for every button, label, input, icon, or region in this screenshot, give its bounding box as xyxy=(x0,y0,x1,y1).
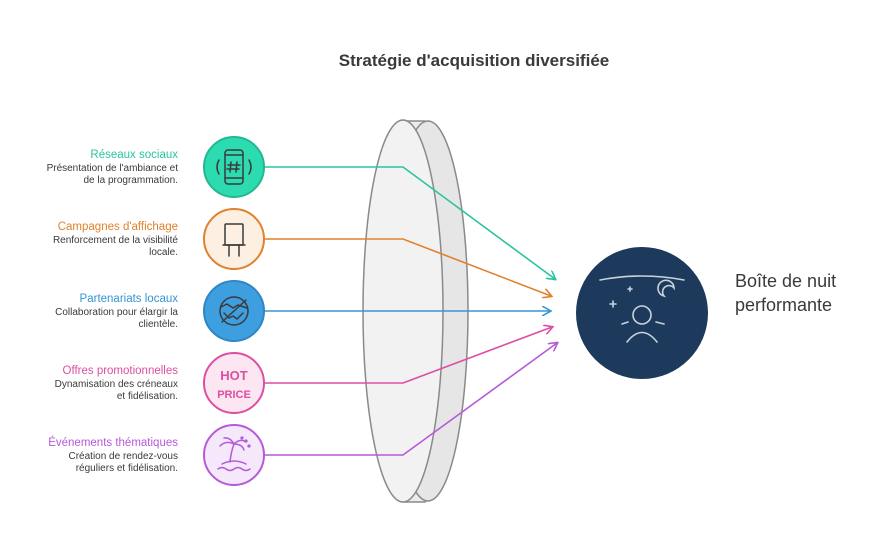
palm-island-icon xyxy=(217,436,251,472)
item-desc-line1: Dynamisation des créneaux xyxy=(55,379,178,390)
badge-hot: HOT xyxy=(220,368,248,383)
strategy-item-promotions: Offres promotionnelles Dynamisation des … xyxy=(55,352,265,414)
hot-price-icon: HOT PRICE xyxy=(217,368,251,401)
connector-line xyxy=(264,238,551,296)
connector-lines xyxy=(264,166,557,456)
strategy-item-events: Événements thématiques Création de rende… xyxy=(48,424,265,486)
item-title: Campagnes d'affichage xyxy=(58,221,178,233)
billboard-icon xyxy=(222,223,246,257)
result-label-line2: performante xyxy=(735,295,832,315)
item-desc-line1: Renforcement de la visibilité xyxy=(53,235,178,246)
badge-price: PRICE xyxy=(217,389,251,401)
item-desc-line2: locale. xyxy=(149,247,178,258)
smartphone-hashtag-icon xyxy=(216,149,252,185)
nightlife-person-icon xyxy=(599,275,685,343)
item-desc-line1: Présentation de l'ambiance et xyxy=(47,163,179,174)
page-title: Stratégie d'acquisition diversifiée xyxy=(339,51,609,70)
item-desc-line2: et fidélisation. xyxy=(117,391,178,402)
strategy-item-billboard: Campagnes d'affichage Renforcement de la… xyxy=(53,208,265,270)
item-desc-line1: Création de rendez-vous xyxy=(68,451,178,462)
icon-circle xyxy=(203,352,265,414)
result-label-line1: Boîte de nuit xyxy=(735,271,836,291)
connector-line xyxy=(264,166,555,279)
item-desc-line2: clientèle. xyxy=(139,319,178,330)
item-title: Événements thématiques xyxy=(48,436,178,449)
item-desc-line2: de la programmation. xyxy=(84,175,179,186)
connector-line xyxy=(264,343,557,456)
result-node: Boîte de nuit performante xyxy=(576,247,836,379)
strategy-item-partnerships: Partenariats locaux Collaboration pour é… xyxy=(55,280,265,342)
item-desc-line2: réguliers et fidélisation. xyxy=(76,463,178,474)
item-desc-line1: Collaboration pour élargir la xyxy=(55,307,178,318)
item-title: Réseaux sociaux xyxy=(90,149,178,161)
item-title: Partenariats locaux xyxy=(80,293,179,305)
handshake-icon xyxy=(219,296,249,326)
result-circle xyxy=(576,247,708,379)
icon-circle xyxy=(203,424,265,486)
connector-line xyxy=(264,327,552,384)
icon-circle xyxy=(203,208,265,270)
lens-shape xyxy=(362,119,469,503)
strategy-item-social: Réseaux sociaux Présentation de l'ambian… xyxy=(47,136,265,198)
icon-circle xyxy=(203,136,265,198)
item-title: Offres promotionnelles xyxy=(63,365,179,377)
